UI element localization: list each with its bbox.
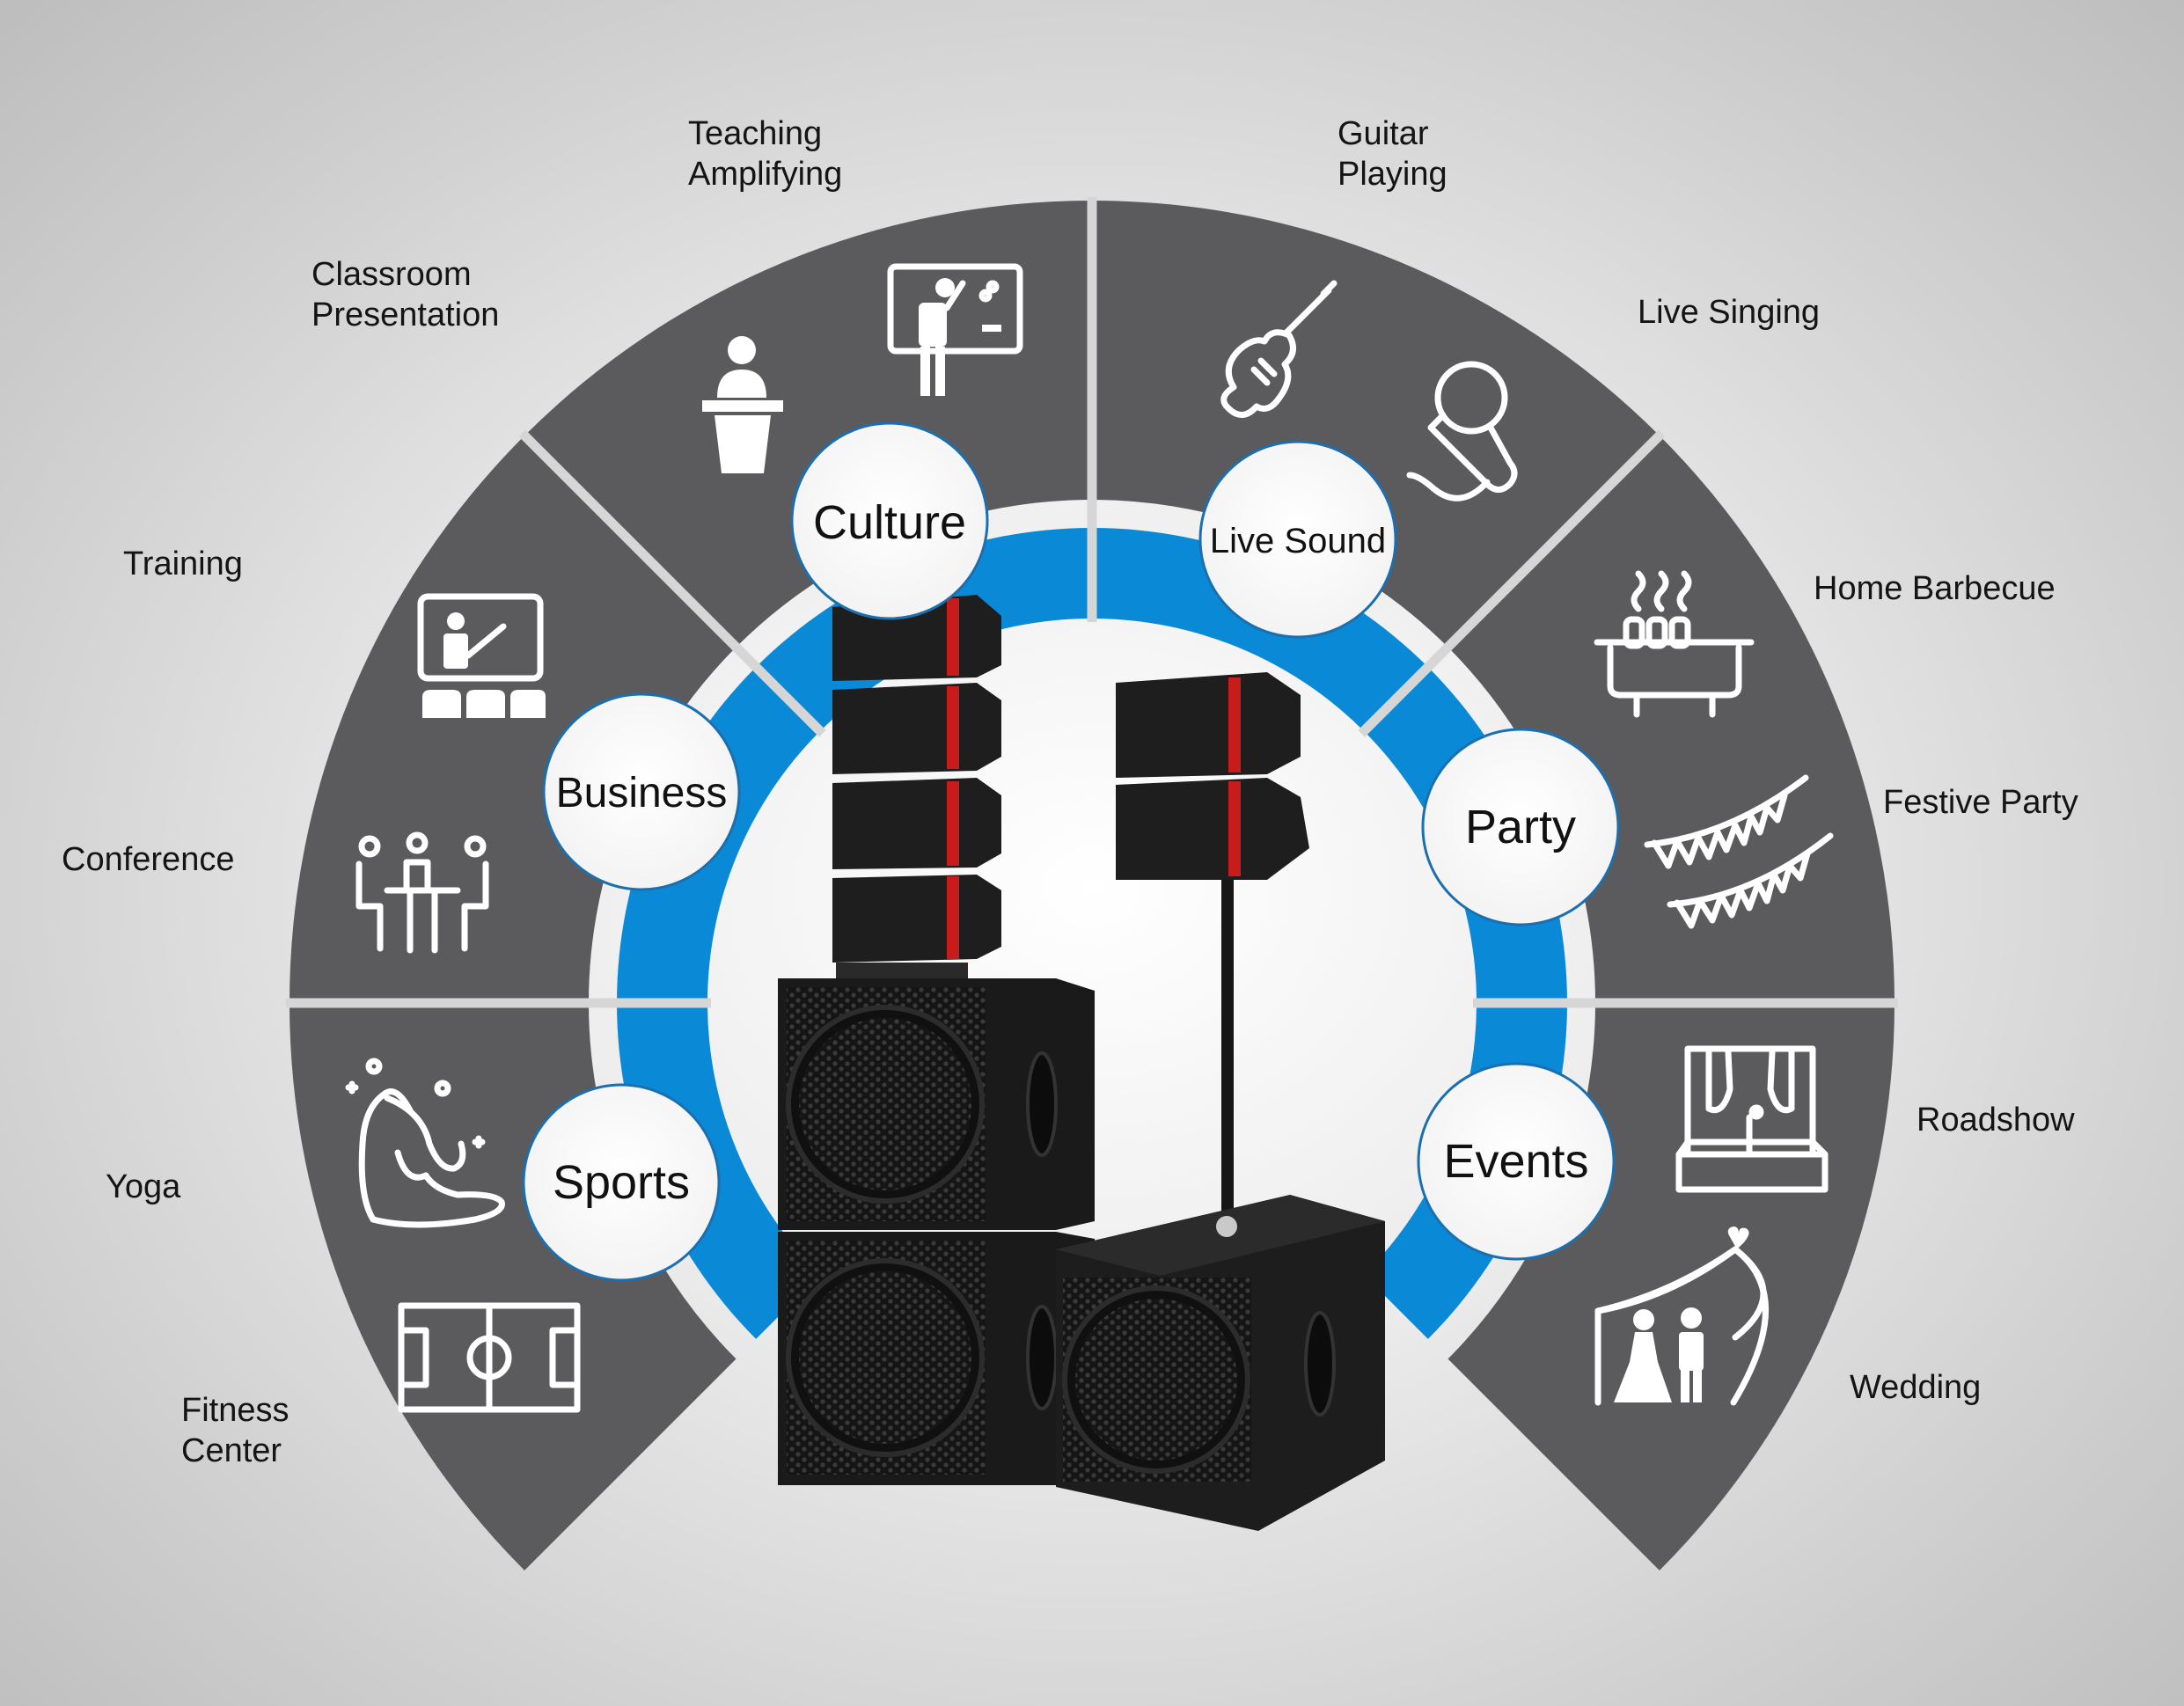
label-conference: Conference	[62, 841, 235, 878]
line-array-module	[832, 778, 1001, 869]
sports-field-icon	[398, 1302, 581, 1413]
speaker-system-right	[1056, 672, 1385, 1531]
teaching-board-icon	[887, 263, 1023, 396]
stage-icon	[1675, 1045, 1829, 1193]
category-party[interactable]: Party	[1421, 728, 1620, 926]
category-business[interactable]: Business	[542, 692, 741, 891]
microphone-icon	[1406, 361, 1518, 502]
category-label-sports: Sports	[553, 1156, 690, 1209]
conference-table-icon	[355, 831, 489, 954]
label-live-singing: Live Singing	[1638, 294, 1821, 331]
sector-dividers	[286, 197, 1898, 1008]
line-array-module	[1116, 672, 1301, 778]
barbecue-grill-icon	[1594, 570, 1755, 718]
category-live-sound[interactable]: Live Sound	[1198, 440, 1397, 639]
line-array-module	[1116, 778, 1309, 880]
podium-speaker-icon	[702, 336, 783, 473]
subwoofer-cabinet	[778, 1232, 1095, 1485]
label-wedding: Wedding	[1850, 1369, 1982, 1406]
category-label-live-sound: Live Sound	[1210, 522, 1386, 560]
subwoofer-cabinet	[778, 978, 1095, 1230]
label-festive-party: Festive Party	[1883, 784, 2078, 821]
category-label-business: Business	[556, 770, 728, 816]
blue-ring	[617, 527, 1568, 1339]
bunting-flags-icon	[1644, 774, 1834, 929]
electric-guitar-icon	[1220, 280, 1338, 418]
subwoofer-cabinet	[1056, 1195, 1385, 1531]
label-yoga: Yoga	[106, 1168, 181, 1205]
wedding-couple-icon	[1594, 1226, 1769, 1406]
category-culture[interactable]: Culture	[790, 421, 989, 620]
blue-ring-arc	[617, 527, 1568, 1339]
speaker-system-left	[778, 595, 1095, 1485]
category-events[interactable]: Events	[1417, 1062, 1616, 1261]
label-home-barbecue: Home Barbecue	[1814, 570, 2056, 607]
sector-divider	[1358, 429, 1666, 737]
sector-party	[1447, 436, 1895, 1003]
sector-sports	[289, 1003, 737, 1571]
label-roadshow: Roadshow	[1916, 1102, 2075, 1139]
yoga-pose-icon	[345, 1058, 505, 1228]
line-array-module	[832, 683, 1001, 774]
sector-culture	[524, 201, 1092, 648]
label-training: Training	[123, 545, 243, 582]
sector-live-sound	[1092, 201, 1660, 648]
category-label-party: Party	[1465, 801, 1576, 853]
category-label-events: Events	[1443, 1135, 1588, 1188]
line-array-module	[832, 875, 1001, 963]
sector-divider	[518, 429, 826, 737]
sector-business	[289, 436, 737, 1003]
training-screen-icon	[417, 593, 546, 718]
category-label-culture: Culture	[813, 496, 966, 549]
category-sports[interactable]: Sports	[522, 1083, 721, 1282]
